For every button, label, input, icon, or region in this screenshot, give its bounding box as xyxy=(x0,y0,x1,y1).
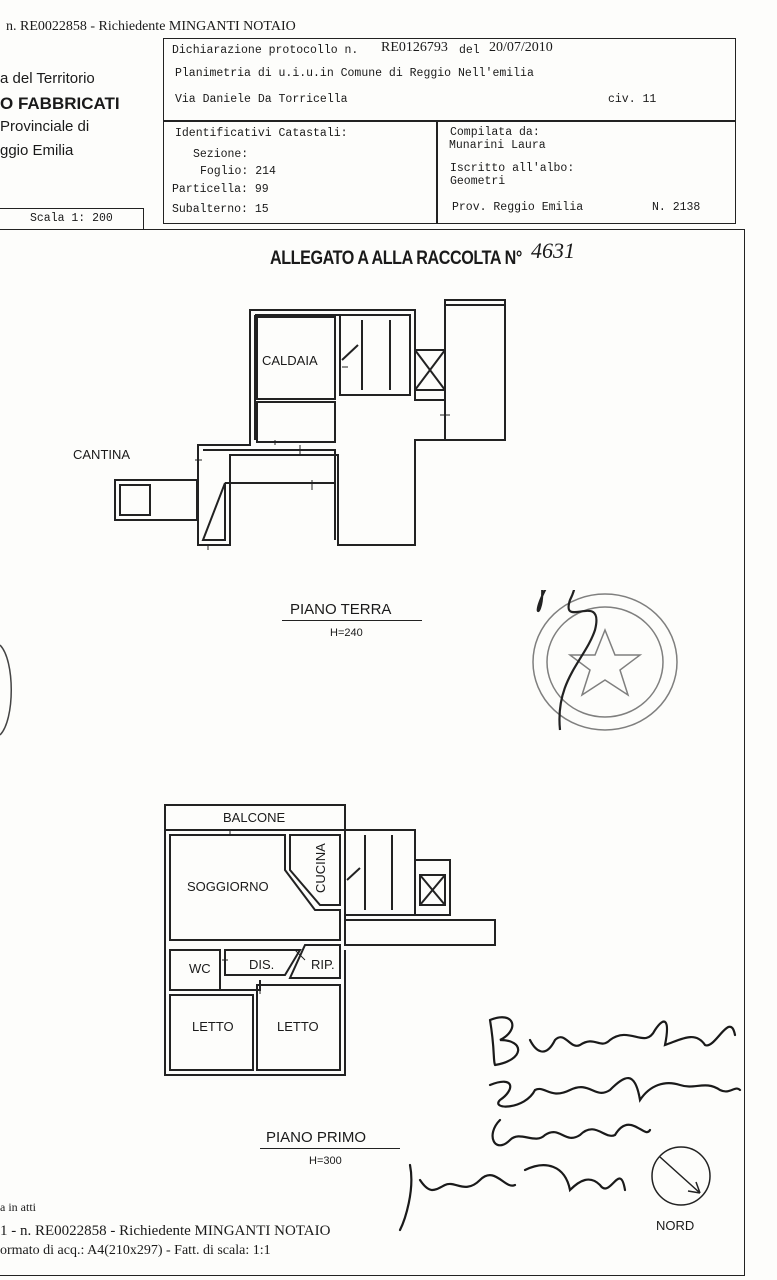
compiler-number: N. 2138 xyxy=(652,201,701,214)
room-letto-1: LETTO xyxy=(192,1019,234,1034)
protocol-date: 20/07/2010 xyxy=(489,40,553,55)
description-line: Planimetria di u.i.u.in Comune di Reggio… xyxy=(175,67,534,80)
drawing-frame xyxy=(0,229,745,1276)
scale-label: Scala 1: 200 xyxy=(30,212,113,225)
first-floor-height: H=300 xyxy=(309,1155,342,1167)
signatures xyxy=(398,1016,742,1232)
protocol-label: Dichiarazione protocollo n. xyxy=(172,44,359,57)
top-request-line: n. RE0022858 - Richiedente MINGANTI NOTA… xyxy=(6,19,296,34)
room-cucina: CUCINA xyxy=(313,843,328,893)
header-box xyxy=(163,38,736,122)
room-wc: WC xyxy=(189,961,211,976)
room-cantina: CANTINA xyxy=(73,447,131,462)
registered-label: Iscritto all'albo: xyxy=(450,162,575,175)
cadastral-sezione: Sezione: xyxy=(193,148,249,161)
compiler-province: Prov. Reggio Emilia xyxy=(452,201,584,214)
room-dis: DIS. xyxy=(249,957,275,972)
agency-line-1: a del Territorio xyxy=(0,70,95,87)
cadastral-subalterno: Subalterno: 15 xyxy=(172,203,269,216)
cadastral-box xyxy=(163,120,438,224)
footer-line-1: a in atti xyxy=(0,1200,36,1214)
room-caldaia: CALDAIA xyxy=(262,353,318,368)
address: Via Daniele Da Torricella xyxy=(175,93,348,106)
ground-floor-title-underline xyxy=(282,620,422,621)
protocol-number: RE0126793 xyxy=(381,40,448,55)
room-balcone: BALCONE xyxy=(223,810,286,825)
compiler-name: Munarini Laura xyxy=(449,139,546,152)
registered-value: Geometri xyxy=(450,175,506,188)
room-soggiorno: SOGGIORNO xyxy=(187,879,269,894)
footer-line-3: ormato di acq.: A4(210x297) - Fatt. di s… xyxy=(0,1243,271,1258)
ground-floor-title: PIANO TERRA xyxy=(290,601,392,618)
annex-number: 4631 xyxy=(531,238,575,263)
compiler-label: Compilata da: xyxy=(450,126,540,139)
cadastral-title: Identificativi Catastali: xyxy=(175,127,348,140)
notary-seal xyxy=(532,590,678,731)
ground-floor-plan xyxy=(114,299,506,550)
agency-line-2: O FABBRICATI xyxy=(0,94,120,113)
room-rip: RIP. xyxy=(311,957,335,972)
annex-stamp: ALLEGATO A ALLA RACCOLTA N° xyxy=(270,248,522,269)
north-label: NORD xyxy=(656,1218,695,1233)
first-floor-plan xyxy=(164,804,496,1076)
cadastral-particella: Particella: 99 xyxy=(172,183,269,196)
protocol-del: del xyxy=(459,44,480,57)
first-floor-title: PIANO PRIMO xyxy=(266,1129,367,1146)
cadastral-foglio: Foglio: 214 xyxy=(200,165,276,178)
first-floor-title-underline xyxy=(260,1148,400,1149)
margin-stamp-arc xyxy=(0,644,12,736)
room-letto-2: LETTO xyxy=(277,1019,319,1034)
footer-line-2: 1 - n. RE0022858 - Richiedente MINGANTI … xyxy=(0,1223,331,1239)
ground-floor-height: H=240 xyxy=(330,627,363,639)
agency-line-4: ggio Emilia xyxy=(0,142,74,159)
compiler-box xyxy=(436,120,736,224)
agency-line-3: Provinciale di xyxy=(0,118,90,135)
north-arrow-icon xyxy=(651,1146,711,1206)
civic-number: civ. 11 xyxy=(608,93,657,106)
